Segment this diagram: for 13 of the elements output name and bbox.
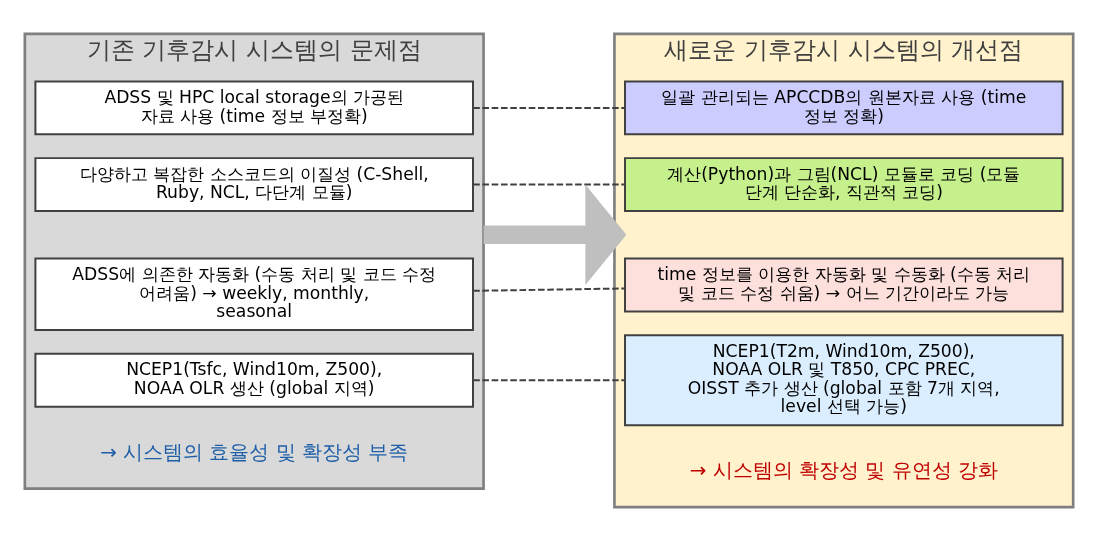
connector <box>472 106 626 109</box>
node-box: ADSS에 의존한 자동화 (수동 처리 및 코드 수정 어려움) → weekly, monthly, seasonal <box>34 257 474 331</box>
node-box: NCEP1(T2m, Wind10m, Z500), NOAA OLR 및 T850, CPC PREC, OISST 추가 생산 (global 포함 7개 지역, level 선택 가능) <box>624 334 1064 427</box>
node-box: time 정보를 이용한 자동화 및 수동화 (수동 처리 및 코드 수정 쉬움) → 어느 기간이라도 가능 <box>624 257 1064 313</box>
arrow <box>483 184 627 286</box>
node-box: 일괄 관리되는 APCCDB의 원본자료 사용 (time 정보 정확) <box>624 80 1064 136</box>
node-box: NCEP1(Tsfc, Wind10m, Z500), NOAA OLR 생산 (global 지역) <box>34 352 474 408</box>
connector <box>472 379 626 382</box>
connector <box>472 183 626 186</box>
node-box: 계산(Python)과 그림(NCL) 모듈로 코딩 (모듈 단계 단순화, 직관적 코딩) <box>624 157 1064 212</box>
node-box: ADSS 및 HPC local storage의 가공된 자료 사용 (time 정보 부정확) <box>34 80 474 136</box>
node-box: 다양하고 복잡한 소스코드의 이질성 (C-Shell, Ruby, NCL, 다단계 모듈) <box>34 157 474 212</box>
connector <box>472 287 626 292</box>
